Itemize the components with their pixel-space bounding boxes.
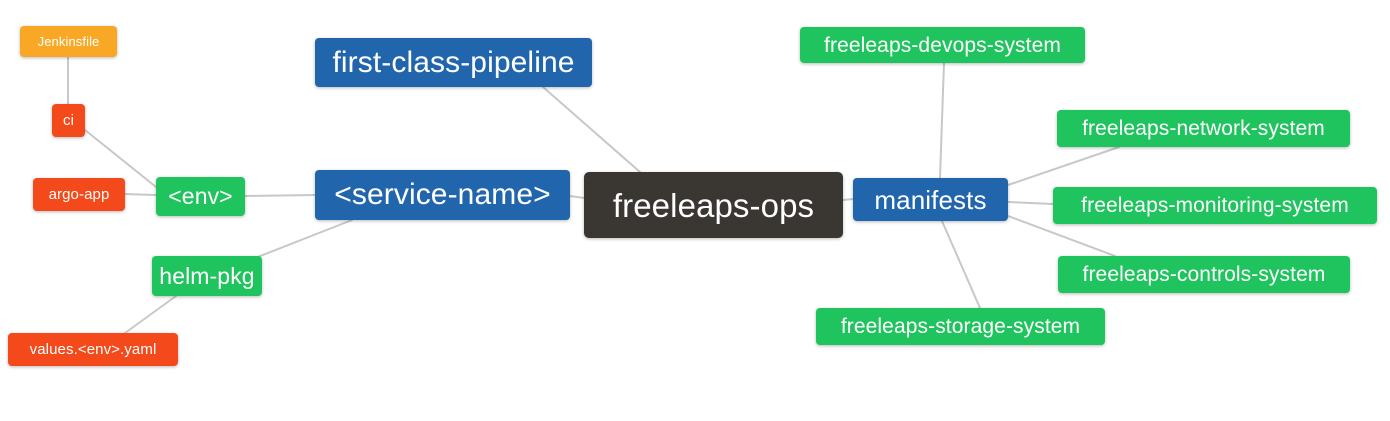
mindmap-node-env[interactable]: <env> [156,177,245,216]
edge-values-env-yaml-to-helm-pkg [124,295,177,334]
mindmap-node-label: helm-pkg [159,262,255,289]
mindmap-node-label: freeleaps-network-system [1082,117,1325,140]
edge-argo-app-to-env [124,193,157,196]
mindmap-node-freeleaps-network-system[interactable]: freeleaps-network-system [1057,110,1350,147]
mindmap-node-label: manifests [874,184,987,215]
mindmap-node-values-env-yaml[interactable]: values.<env>.yaml [8,333,178,366]
mindmap-node-label: freeleaps-ops [612,186,815,224]
mindmap-node-label: ci [62,112,75,129]
edge-freeleaps-ops-to-manifests [842,198,854,201]
edge-first-class-pipeline-to-freeleaps-ops [542,86,641,173]
mindmap-node-jenkinsfile[interactable]: Jenkinsfile [20,26,117,57]
mindmap-node-freeleaps-devops-system[interactable]: freeleaps-devops-system [800,27,1085,63]
edge-service-name-to-freeleaps-ops [569,195,585,199]
mindmap-node-first-class-pipeline[interactable]: first-class-pipeline [315,38,592,87]
edge-helm-pkg-to-service-name [244,219,353,263]
mindmap-node-label: Jenkinsfile [37,34,100,49]
mindmap-node-label: freeleaps-devops-system [824,33,1061,57]
edge-env-to-service-name [244,194,316,197]
mindmap-node-label: values.<env>.yaml [29,341,157,358]
mindmap-node-label: <service-name> [334,178,551,211]
mindmap-node-manifests[interactable]: manifests [853,178,1008,221]
mindmap-node-freeleaps-storage-system[interactable]: freeleaps-storage-system [816,308,1105,345]
edge-manifests-to-freeleaps-monitoring-system [1007,201,1054,205]
mindmap-node-service-name[interactable]: <service-name> [315,170,570,220]
edge-manifests-to-freeleaps-storage-system [941,220,981,309]
mindmap-node-label: freeleaps-storage-system [840,315,1081,338]
edge-manifests-to-freeleaps-network-system [1007,146,1120,186]
mindmap-node-label: first-class-pipeline [332,45,575,79]
mindmap-node-helm-pkg[interactable]: helm-pkg [152,256,262,296]
mindmap-node-freeleaps-controls-system[interactable]: freeleaps-controls-system [1058,256,1350,293]
mindmap-node-label: freeleaps-monitoring-system [1081,194,1349,217]
mindmap-node-label: argo-app [48,186,110,203]
edge-manifests-to-freeleaps-devops-system [939,62,945,179]
mindmap-node-label: <env> [168,183,233,209]
mindmap-node-argo-app[interactable]: argo-app [33,178,125,211]
mindmap-node-freeleaps-monitoring-system[interactable]: freeleaps-monitoring-system [1053,187,1377,224]
mindmap-node-ci[interactable]: ci [52,104,85,137]
mindmap-node-label: freeleaps-controls-system [1082,263,1326,286]
mindmap-node-freeleaps-ops[interactable]: freeleaps-ops [584,172,843,238]
